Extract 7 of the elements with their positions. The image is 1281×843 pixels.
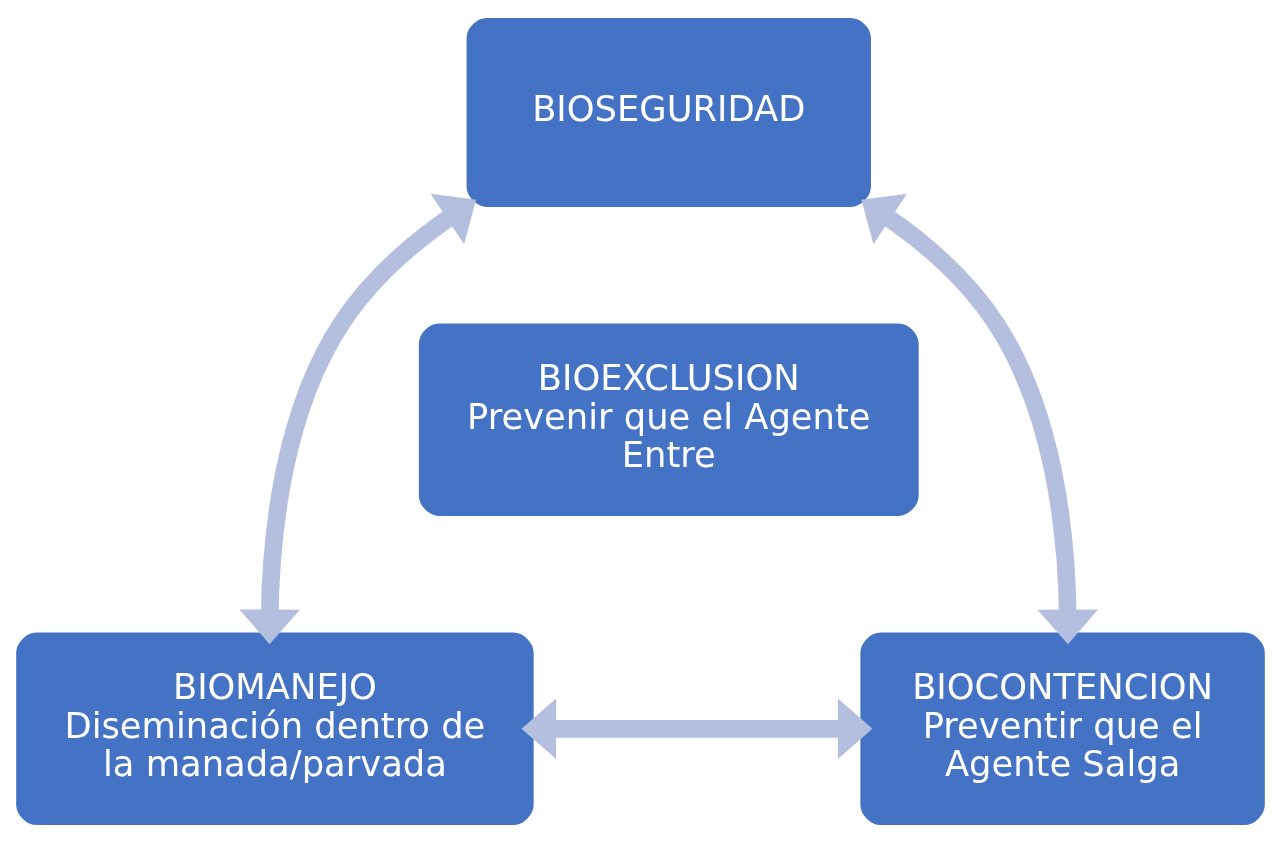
node-box: BIOSEGURIDAD [464,16,873,209]
arrow [521,698,873,760]
node-box: BIOEXCLUSION Prevenir que el Agente Entre [417,321,921,518]
arrow [861,193,1099,645]
node-box: BIOMANEJO Diseminación dentro de la manada/parvada [14,630,536,827]
arrow [239,193,477,645]
node-box: BIOCONTENCION Preventir que el Agente Salga [858,630,1267,827]
